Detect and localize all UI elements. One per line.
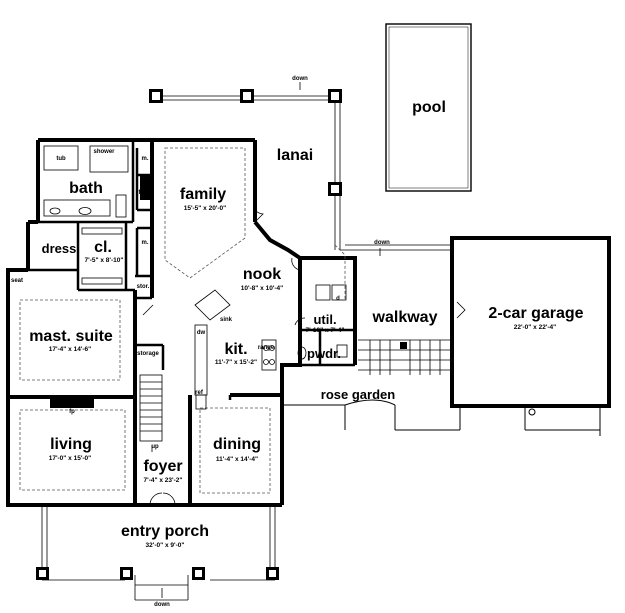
room-utility: util.	[313, 312, 337, 327]
room-family: family	[179, 186, 227, 203]
room-closet: cl.	[94, 239, 112, 256]
kitchen-counters	[194, 289, 277, 410]
lanai-columns	[149, 89, 342, 196]
label-storage: storage	[137, 351, 159, 357]
label-up: up	[151, 444, 159, 450]
room-nook: nook	[242, 266, 282, 283]
interior-walls	[28, 140, 355, 400]
label-m-bottom: m.	[141, 240, 149, 246]
room-pool: pool	[412, 99, 446, 116]
dashed-outlines	[19, 147, 346, 494]
fireplace-living	[50, 398, 94, 408]
room-garage: 2-car garage	[488, 305, 584, 322]
room-dress: dress	[41, 241, 77, 256]
bath-fixtures	[43, 145, 129, 218]
room-foyer: foyer	[143, 458, 183, 475]
room-family-dims: 15'-5" x 20'-0"	[183, 205, 227, 212]
label-down-bottom: down	[154, 602, 170, 608]
room-entry-porch: entry porch	[120, 523, 210, 540]
rose-garden-fence	[282, 399, 601, 436]
room-walkway: walkway	[372, 309, 438, 326]
label-tub: tub	[56, 156, 66, 162]
lanai-outline	[157, 95, 452, 251]
stairs	[139, 374, 163, 442]
room-bath: bath	[69, 180, 103, 197]
label-shower: shower	[93, 149, 115, 155]
room-garage-dims: 22'-0" x 22'-4"	[513, 324, 557, 331]
doors	[142, 209, 466, 326]
room-rose-garden: rose garden	[320, 387, 396, 402]
room-kitchen-dims: 11'-7" x 15'-2"	[214, 359, 258, 366]
label-seat: seat	[10, 278, 24, 284]
porch-columns	[36, 567, 279, 580]
fireplace-top	[140, 175, 150, 200]
room-master-suite-dims: 17'-4" x 14'-6"	[48, 346, 92, 353]
room-powder: pwdr.	[307, 346, 341, 361]
room-kitchen: kit.	[224, 341, 248, 358]
label-fp-top: f.p.	[138, 190, 148, 196]
room-living: living	[50, 436, 92, 453]
label-dw: dw	[196, 330, 206, 336]
label-fp-living: fp	[69, 409, 75, 415]
exterior-walls	[6, 138, 611, 507]
room-dining: dining	[213, 436, 261, 453]
label-range: range	[257, 345, 275, 351]
room-entry-porch-dims: 32'-0" x 9'-0"	[145, 542, 185, 549]
label-down-right: down	[374, 240, 390, 246]
room-utility-dims: 7'-10" x 7'-4"	[305, 327, 345, 334]
label-down-top: down	[292, 76, 308, 82]
room-lanai: lanai	[276, 147, 314, 164]
label-ref: ref	[195, 390, 203, 396]
down-arrows	[151, 82, 381, 598]
room-foyer-dims: 7'-4" x 23'-2"	[143, 477, 183, 484]
room-nook-dims: 10'-8" x 10'-4"	[240, 285, 284, 292]
walkway-steps	[358, 339, 450, 375]
room-living-dims: 17'-0" x 15'-0"	[48, 455, 92, 462]
room-closet-dims: 7'-5" x 8'-10"	[84, 257, 124, 264]
room-master-suite: mast. suite	[29, 328, 113, 345]
entry-porch-outline	[41, 507, 276, 601]
label-sink: sink	[219, 317, 233, 323]
label-m-top: m.	[141, 156, 149, 162]
label-stor: stor.	[136, 284, 150, 290]
room-dining-dims: 11'-4" x 14'-4"	[215, 456, 259, 463]
label-dryer: d	[336, 296, 340, 302]
pool-outline	[385, 23, 472, 192]
